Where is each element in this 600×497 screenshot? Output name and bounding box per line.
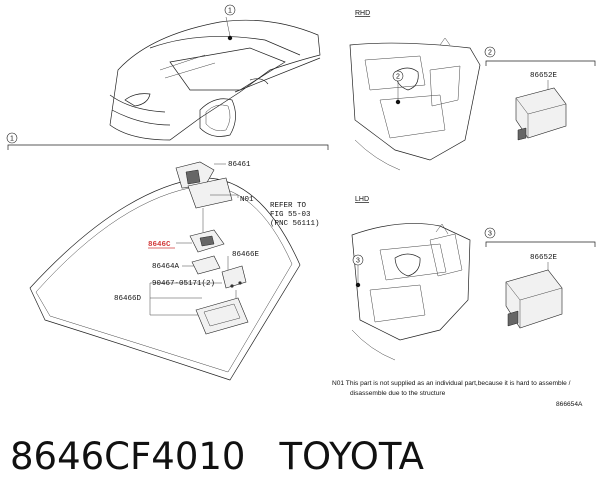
refer-line-2: FIG 55-03 xyxy=(270,211,311,219)
label-86466e: 86466E xyxy=(232,251,260,259)
lhd-label: LHD xyxy=(355,196,369,203)
callout-1-car: 1 xyxy=(224,4,236,41)
label-86461: 86461 xyxy=(228,161,251,169)
label-8646c-highlight: 8646C xyxy=(148,241,171,249)
label-86652e-top: 86652E xyxy=(530,72,558,80)
module-86652e-bottom xyxy=(505,269,563,329)
callout-2-dashboard: 2 xyxy=(392,70,404,82)
parts-diagram: 1 1 xyxy=(6,4,596,408)
label-90467: 90467-05171(2) xyxy=(152,280,215,288)
refer-line-3: (PNC 56111) xyxy=(270,220,320,228)
figure-code: 866654A xyxy=(556,401,583,408)
refer-line-1: REFER TO xyxy=(270,202,307,210)
svg-text:3: 3 xyxy=(356,258,360,265)
group-1-bracket: 1 xyxy=(6,132,329,150)
car-illustration xyxy=(109,16,321,141)
lhd-dashboard-illustration xyxy=(351,223,471,361)
svg-text:2: 2 xyxy=(488,50,492,57)
windshield-assembly xyxy=(29,161,301,381)
callout-3-dashboard: 3 xyxy=(352,254,364,266)
label-n01: N01 xyxy=(240,196,254,204)
group-2-bracket: 2 xyxy=(484,46,596,66)
svg-text:3: 3 xyxy=(488,231,492,238)
note-line-1: N01 This part is not supplied as an indi… xyxy=(332,380,571,387)
label-86466d: 86466D xyxy=(114,295,142,303)
svg-text:1: 1 xyxy=(228,8,232,15)
caption: 8646CF4010 TOYOTA xyxy=(10,432,590,482)
label-86652e-bottom: 86652E xyxy=(530,254,558,262)
part-number: 8646CF4010 xyxy=(10,435,246,478)
note-line-2: disassemble due to the structure xyxy=(350,390,446,397)
rhd-label: RHD xyxy=(355,10,370,17)
svg-text:2: 2 xyxy=(396,74,400,81)
leader-lines xyxy=(149,163,239,316)
brand-name: TOYOTA xyxy=(279,435,424,478)
svg-text:1: 1 xyxy=(10,136,14,143)
group-3-bracket: 3 xyxy=(484,227,596,247)
module-86652e-top xyxy=(515,87,567,141)
rhd-dashboard-illustration xyxy=(349,37,481,171)
label-86464a: 86464A xyxy=(152,263,180,271)
